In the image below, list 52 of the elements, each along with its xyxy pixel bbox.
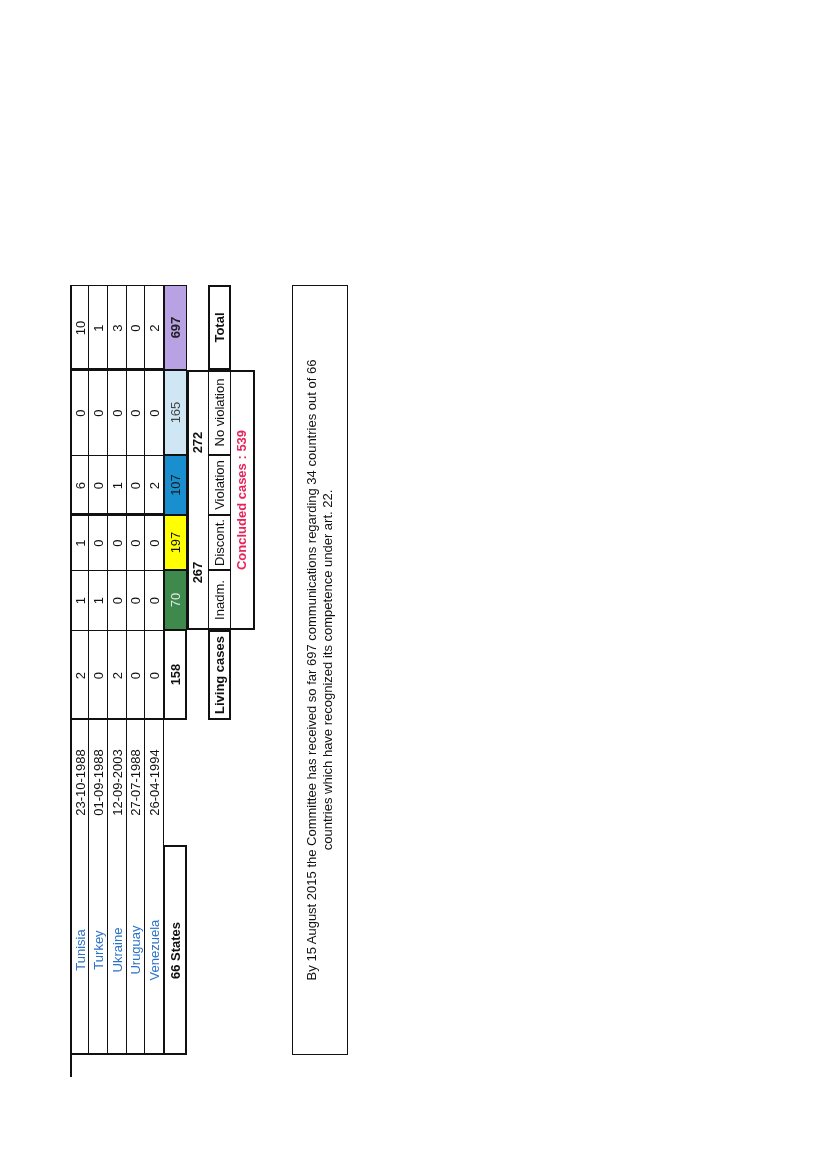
number-cell: 0: [127, 570, 145, 630]
number-cell: 1: [89, 285, 108, 370]
column-header: Living cases: [208, 630, 231, 720]
total-cell: 107: [164, 455, 187, 515]
number-cell: 3: [108, 285, 127, 370]
number-cell: 0: [127, 285, 145, 370]
total-label: 66 States: [164, 845, 187, 1055]
number-cell: 1: [72, 570, 89, 630]
total-cell: 697: [164, 285, 187, 370]
number-cell: 0: [127, 370, 145, 455]
column-header: Total: [208, 285, 231, 370]
column-header: Inadm.: [208, 570, 231, 630]
date-cell: 26-04-1994: [145, 720, 164, 845]
subtotal-value: 272: [188, 430, 206, 456]
column-header: No violation: [208, 370, 231, 455]
number-cell: 0: [127, 630, 145, 720]
number-cell: 0: [145, 630, 164, 720]
note-text: By 15 August 2015 the Committee has received so far 697 communications regarding 34 countries out of 66 countries which have recognized its competence under art. 22.: [303, 358, 336, 983]
number-cell: 1: [89, 570, 108, 630]
country-name: Venezuela: [145, 845, 164, 1055]
number-cell: 0: [108, 570, 127, 630]
column-header: Violation: [208, 455, 231, 515]
country-name: Tunisia: [72, 845, 89, 1055]
number-cell: 0: [127, 515, 145, 570]
total-cell: 165: [164, 370, 187, 455]
total-cell: 197: [164, 515, 187, 570]
number-cell: 0: [72, 370, 89, 455]
number-cell: 2: [72, 630, 89, 720]
country-name: Ukraine: [108, 845, 127, 1055]
date-cell: 12-09-2003: [108, 720, 127, 845]
number-cell: 0: [108, 515, 127, 570]
total-cell: 70: [164, 570, 187, 630]
number-cell: 1: [108, 455, 127, 515]
summary-text: Concluded cases : 539: [232, 428, 250, 573]
number-cell: 6: [72, 455, 89, 515]
number-cell: 0: [89, 630, 108, 720]
number-cell: 0: [89, 370, 108, 455]
date-cell: 27-07-1988: [127, 720, 145, 845]
number-cell: 10: [72, 285, 89, 370]
subtotal-value: 267: [188, 560, 206, 586]
date-cell: 01-09-1988: [89, 720, 108, 845]
number-cell: 1: [72, 515, 89, 570]
date-cell: 23-10-1988: [72, 720, 89, 845]
number-cell: 0: [89, 515, 108, 570]
column-header: Discont.: [208, 515, 231, 570]
number-cell: 0: [108, 370, 127, 455]
country-name: Turkey: [89, 845, 108, 1055]
number-cell: 2: [108, 630, 127, 720]
note-box: [292, 285, 348, 1055]
number-cell: 0: [89, 455, 108, 515]
number-cell: 0: [127, 455, 145, 515]
country-name: Uruguay: [127, 845, 145, 1055]
